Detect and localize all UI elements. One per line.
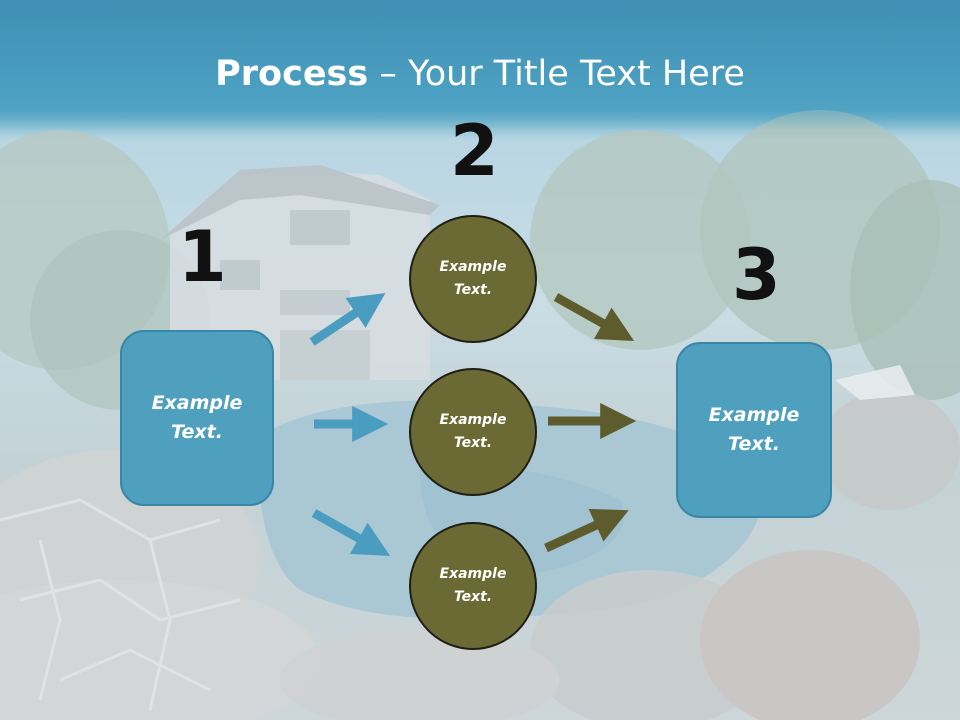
circle-middle-line2: Text. [453,435,493,451]
title-rest: – Your Title Text Here [368,54,745,94]
arrow-left-to-top [309,293,386,346]
step-1-label-line2: Text. [171,421,223,443]
circle-top-line1: Example [439,259,507,275]
header-band [0,0,960,130]
circle-middle-line1: Example [439,412,507,428]
step-3-label-line1: Example [708,404,800,426]
arrow-top-to-right [553,293,635,341]
step-1-label-line1: Example [151,392,243,414]
circle-bottom-line1: Example [439,566,507,582]
step-number-1: 1 [178,216,227,298]
circle-bottom-line2: Text. [453,589,493,605]
circle-top-line2: Text. [453,282,493,298]
arrow-bottom-to-right [544,508,629,553]
step-number-3: 3 [732,234,781,316]
step-number-2: 2 [450,110,499,192]
title-bold: Process [215,54,369,94]
arrow-left-to-bottom [311,509,391,556]
slide-title: Process – Your Title Text Here [0,52,960,96]
step-3-label-line2: Text. [728,433,780,455]
